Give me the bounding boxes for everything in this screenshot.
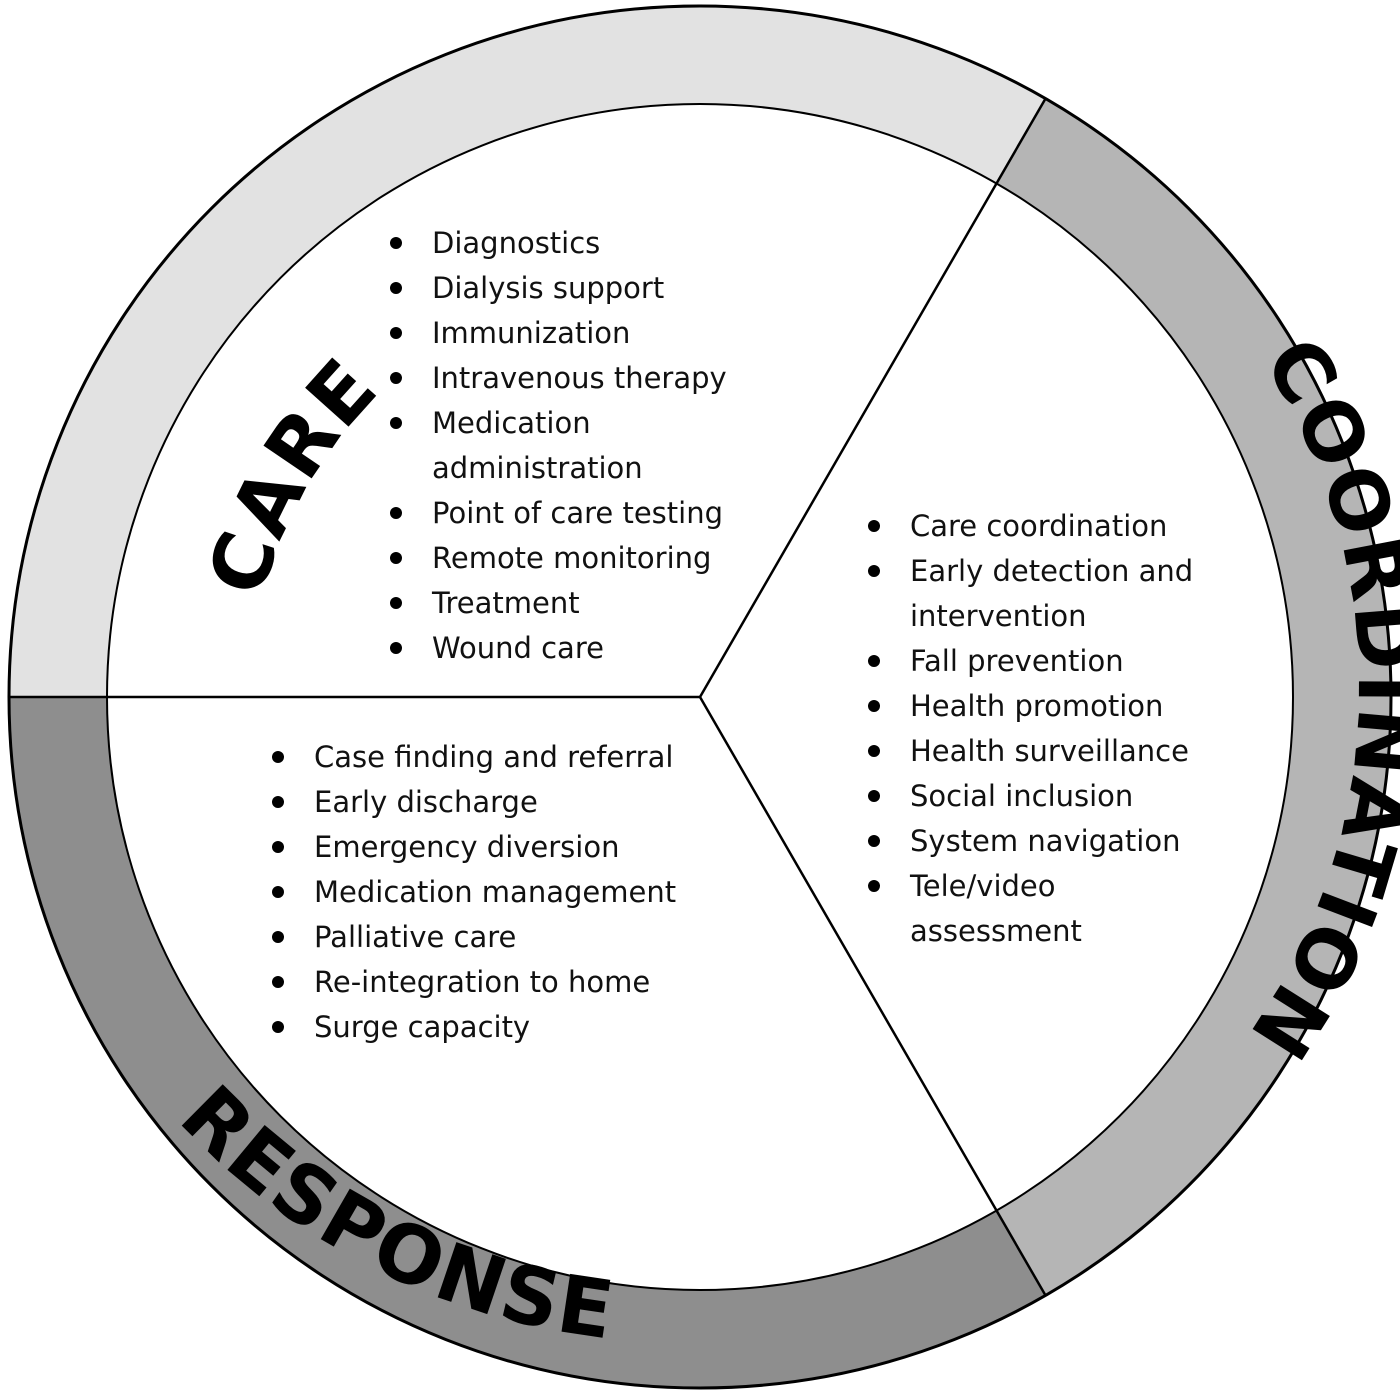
care-band (9, 6, 1046, 697)
list-item: Health promotion (868, 684, 1208, 729)
list-item: Point of care testing (390, 491, 750, 536)
list-item: Tele/video assessment (868, 864, 1208, 954)
list-item: Intravenous therapy (390, 356, 750, 401)
list-item: Palliative care (272, 915, 742, 960)
list-item: Immunization (390, 311, 750, 356)
list-item: Early detection and intervention (868, 549, 1208, 639)
list-item: Case finding and referral (272, 735, 742, 780)
list-item: Social inclusion (868, 774, 1208, 819)
list-item: Emergency diversion (272, 825, 742, 870)
list-item: Surge capacity (272, 1005, 742, 1050)
list-item: Dialysis support (390, 266, 750, 311)
segment-dividers (9, 97, 1047, 1297)
list-item: Medication management (272, 870, 742, 915)
list-item: Care coordination (868, 504, 1208, 549)
outer-outline (7, 4, 1393, 1390)
list-item: Treatment (390, 581, 750, 626)
coordination-band (996, 98, 1391, 1296)
list-item: Diagnostics (390, 221, 750, 266)
list-item: Medication administration (390, 401, 750, 491)
list-item: System navigation (868, 819, 1208, 864)
response-band (9, 697, 1046, 1388)
list-item: Health surveillance (868, 729, 1208, 774)
divider-coordination-response (698, 696, 1047, 1297)
list-item: Early discharge (272, 780, 742, 825)
list-item: Remote monitoring (390, 536, 750, 581)
list-item: Wound care (390, 626, 750, 671)
divider-care-coordination (698, 97, 1047, 698)
list-item: Fall prevention (868, 639, 1208, 684)
list-item: Re-integration to home (272, 960, 742, 1005)
